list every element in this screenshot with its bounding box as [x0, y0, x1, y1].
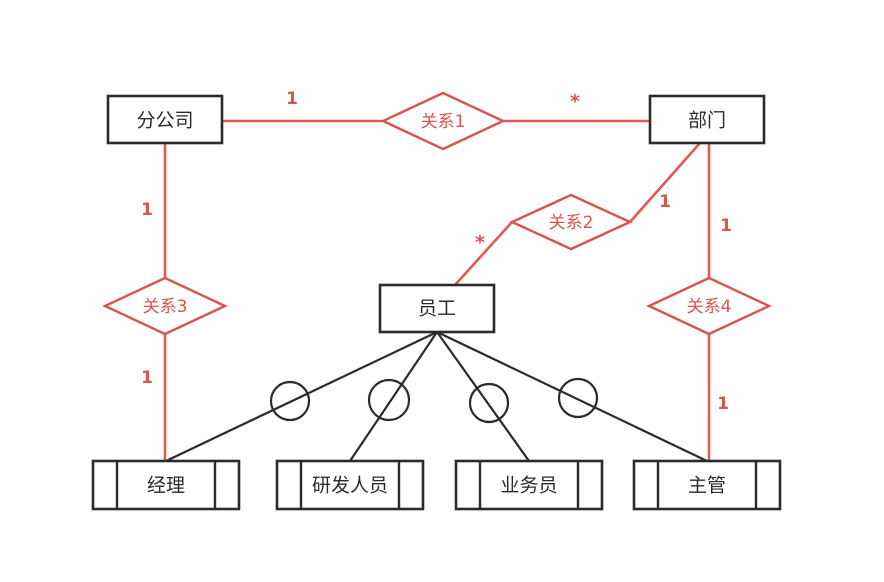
red-connectors [163, 119, 711, 461]
relationship-rel1[interactable]: 关系1 [380, 91, 506, 151]
connector-employee-rel2 [454, 221, 513, 286]
entity-dept-box[interactable] [648, 94, 766, 145]
entity-employee-label: 员工 [418, 298, 456, 320]
relationship-rel2[interactable]: 关系2 [509, 193, 633, 251]
cardinality-rel3-bottom: 1 [141, 368, 153, 388]
entity-rnd[interactable]: 研发人员 [275, 459, 425, 511]
relationship-rel2-label: 关系2 [549, 213, 594, 233]
gen-line-rnd [349, 331, 438, 462]
generalization-circle-sales [468, 382, 510, 424]
generalization-connectors [165, 331, 708, 462]
relationship-rel4-diamond[interactable] [646, 276, 772, 336]
relationship-rel4-label: 关系4 [687, 297, 732, 317]
generalization-circle-director [557, 377, 599, 419]
generalization-circle-manager [269, 380, 311, 422]
cardinality-rel2-dept: 1 [659, 192, 671, 212]
entity-branch-box[interactable] [106, 94, 224, 145]
entity-director-label: 主管 [688, 475, 726, 497]
entity-branch[interactable]: 分公司 [106, 94, 224, 145]
relationship-rel4[interactable]: 关系4 [646, 276, 772, 336]
entity-manager[interactable]: 经理 [91, 459, 241, 511]
gen-line-sales [436, 331, 530, 462]
gen-line-director [436, 331, 708, 462]
entity-director[interactable]: 主管 [632, 459, 782, 511]
generalization-markers [269, 377, 599, 424]
entity-employee[interactable]: 员工 [378, 283, 496, 334]
connector-rel2-dept [629, 142, 701, 223]
entity-branch-label: 分公司 [136, 110, 193, 132]
entity-employee-box[interactable] [378, 283, 496, 334]
cardinality-rel4-bottom: 1 [717, 394, 729, 414]
relationship-rel3[interactable]: 关系3 [102, 276, 228, 336]
relationship-rel1-diamond[interactable] [380, 91, 506, 151]
entity-dept-label: 部门 [688, 110, 726, 132]
cardinality-rel2-employee: * [475, 232, 485, 254]
relationship-rel1-label: 关系1 [421, 112, 466, 132]
relationship-rel3-label: 关系3 [143, 297, 188, 317]
relationship-rel3-diamond[interactable] [102, 276, 228, 336]
entity-dept[interactable]: 部门 [648, 94, 766, 145]
cardinality-rel4-top: 1 [720, 216, 732, 236]
cardinality-rel1-branch: 1 [286, 89, 298, 109]
entity-rnd-label: 研发人员 [312, 475, 388, 497]
cardinality-rel1-dept: * [570, 91, 580, 113]
entity-sales-label: 业务员 [500, 475, 557, 497]
entity-manager-label: 经理 [147, 475, 185, 497]
relationship-rel2-diamond[interactable] [509, 193, 633, 251]
generalization-circle-rnd [367, 378, 411, 422]
entity-sales[interactable]: 业务员 [454, 459, 604, 511]
gen-line-manager [165, 331, 438, 462]
cardinality-labels: 1 * 1 1 * 1 1 1 [141, 89, 732, 414]
cardinality-rel3-top: 1 [141, 200, 153, 220]
